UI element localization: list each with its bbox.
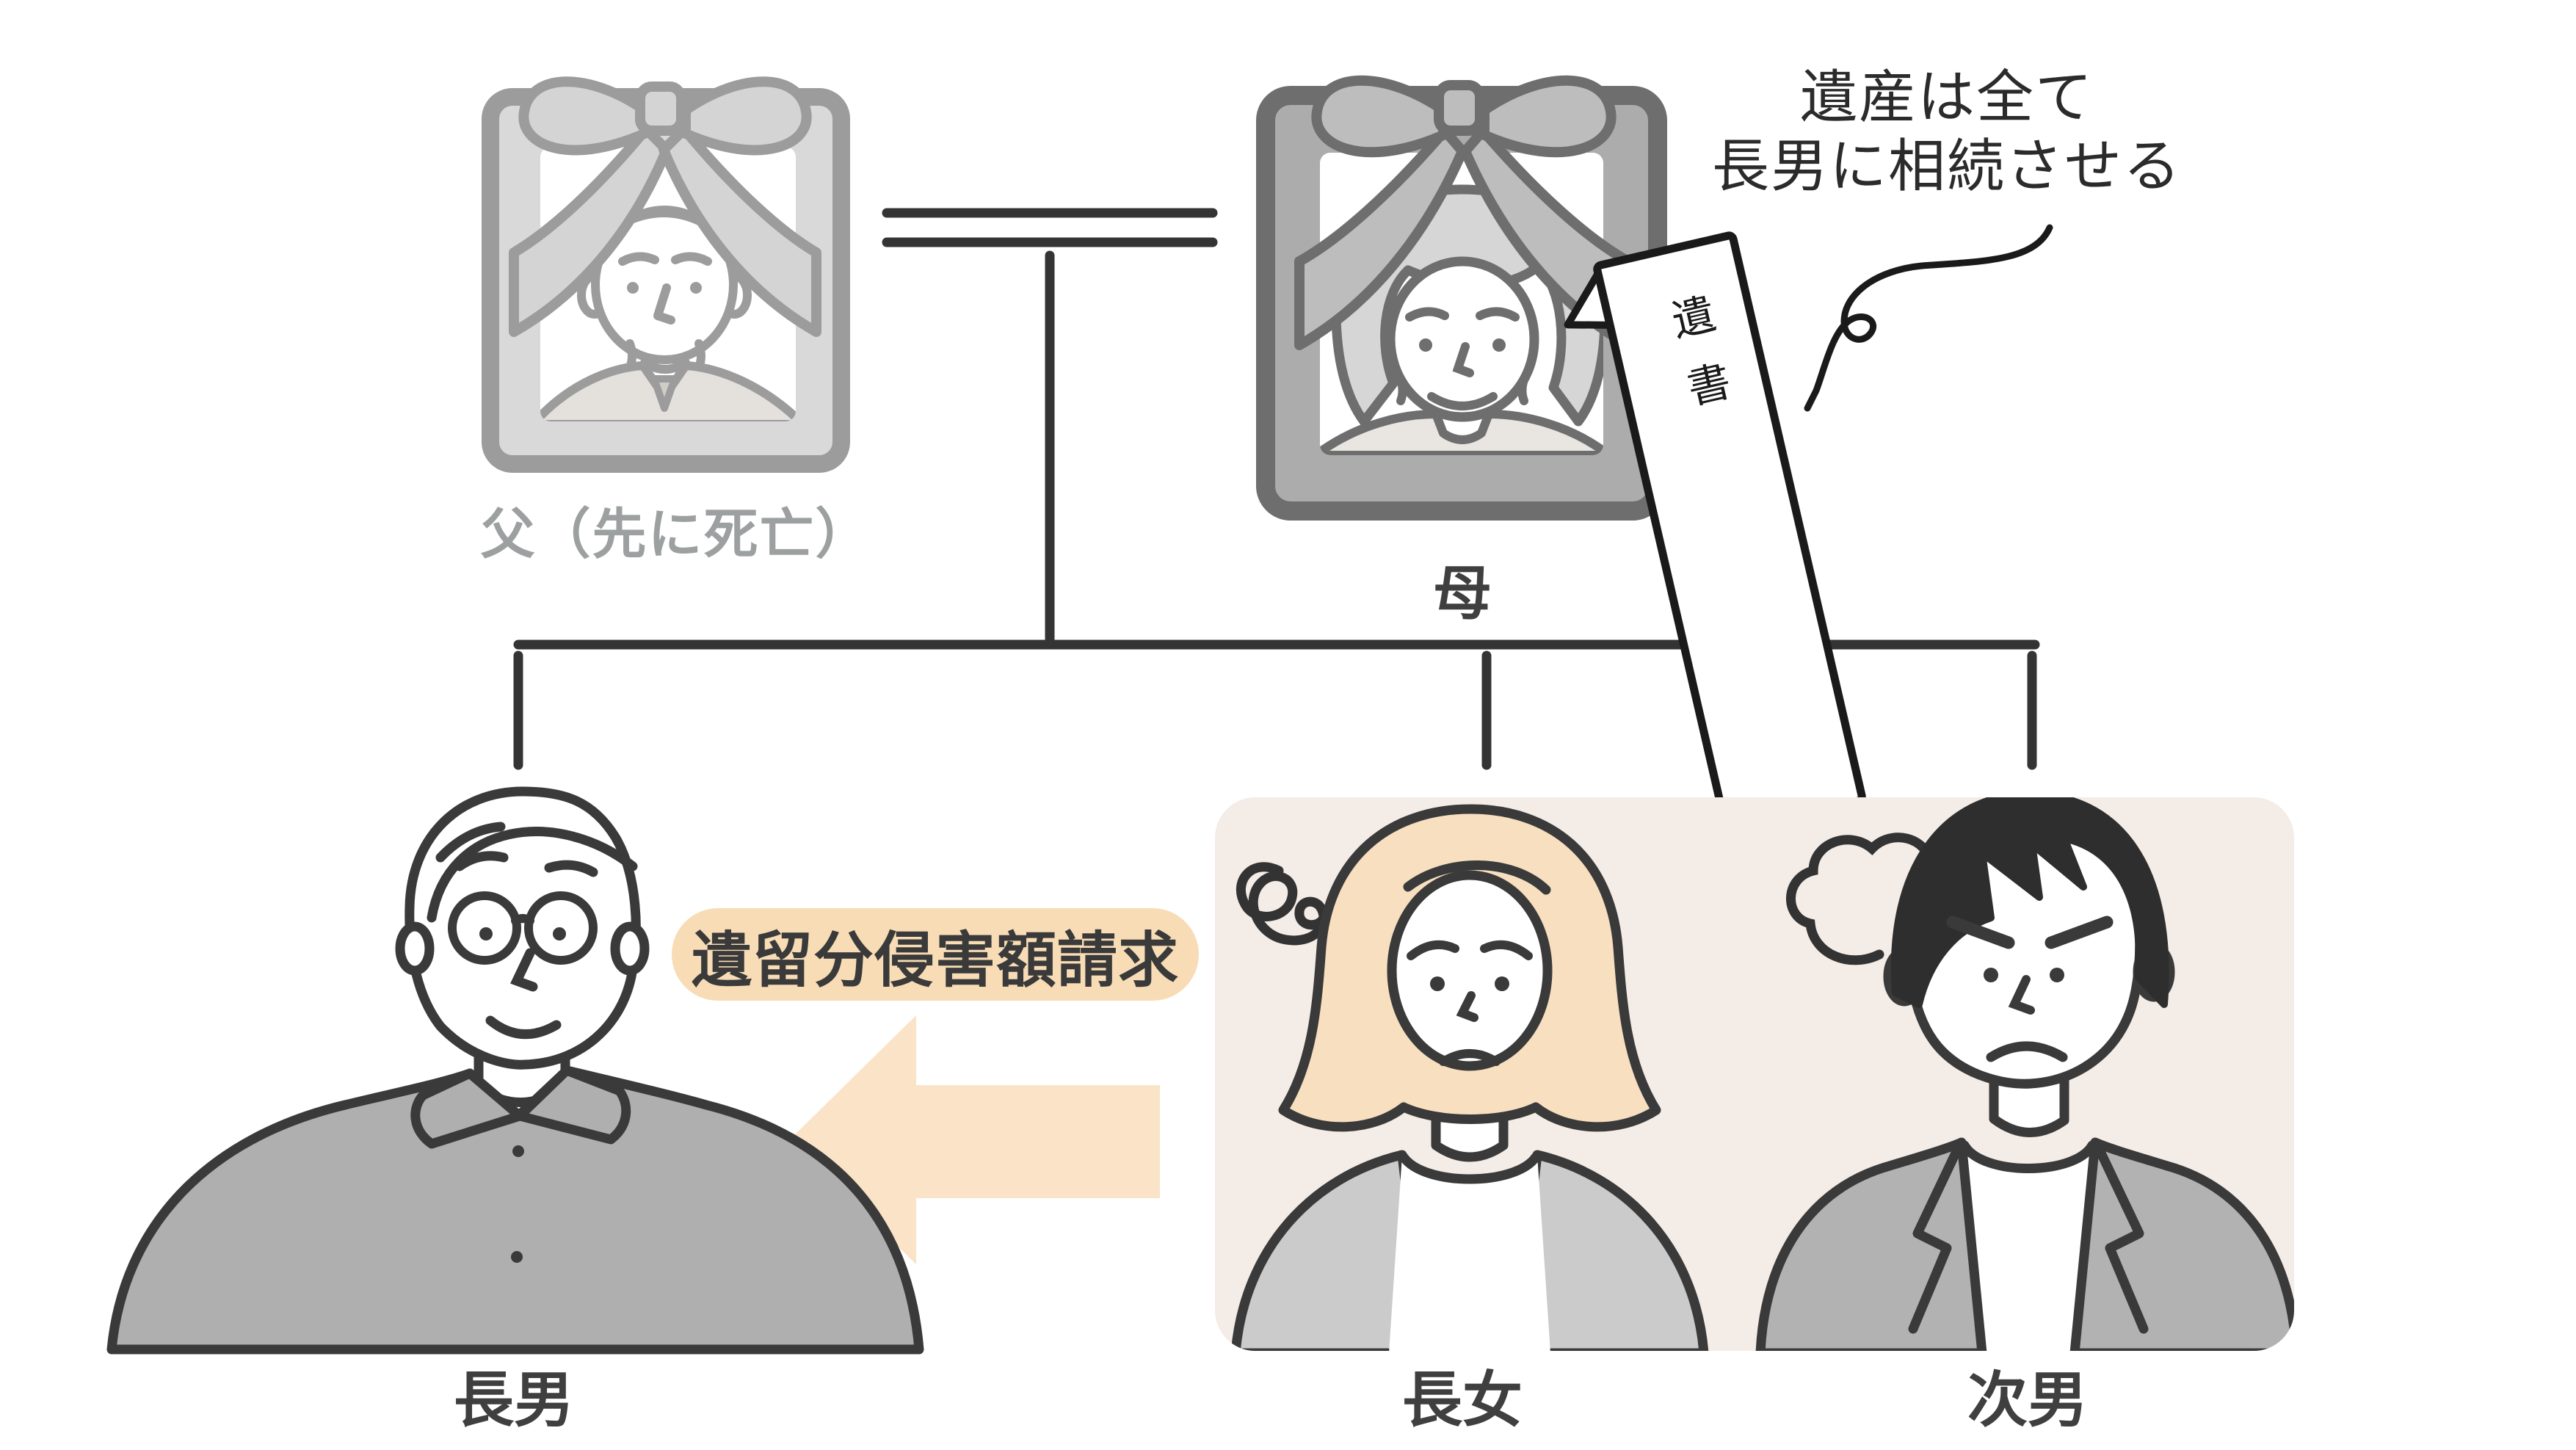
second-son-mouth: [1986, 1041, 2068, 1062]
father-nose: [653, 283, 675, 325]
father-portrait: [482, 76, 850, 473]
eldest-son-mouth: [485, 1015, 562, 1040]
eldest-son-hairline: [427, 827, 638, 923]
eldest-son-ear: [610, 921, 650, 976]
eldest-son-eyebrow: [454, 851, 509, 871]
will-annotation: 遺産は全て 長男に相続させる: [1653, 63, 2241, 200]
mother-eye: [1492, 338, 1506, 352]
ribbon-loop: [681, 76, 812, 156]
father-label: 父（先に死亡）: [480, 504, 871, 565]
mother-wrinkle: [1395, 371, 1407, 405]
father-eyebrow: [671, 252, 712, 266]
mother-face: [1385, 256, 1539, 422]
second-son-eye: [2050, 968, 2064, 982]
eldest-son-eyebrow: [544, 860, 598, 877]
ribbon-knot: [1434, 80, 1485, 136]
eldest-son-eye: [553, 927, 566, 940]
second-son-figure: [1755, 797, 2294, 1351]
eldest-son-figure: [106, 786, 924, 1355]
claim-badge-label: 遺留分侵害額請求: [691, 927, 1179, 994]
father-wrinkle: [694, 339, 705, 371]
father-eyebrow: [618, 252, 659, 266]
ribbon-loop: [1311, 75, 1448, 158]
left-arrow-icon: [789, 1015, 1160, 1264]
mother-eye: [1419, 338, 1432, 352]
second-son-tee: [1947, 1142, 2110, 1351]
father-tie: [650, 375, 678, 412]
eldest-daughter-figure: [1230, 804, 1709, 1351]
daughter-nose: [1456, 991, 1479, 1022]
daughter-top: [1389, 1155, 1550, 1351]
second-son-eye: [1984, 968, 1998, 982]
ribbon-sash: [1294, 126, 1467, 350]
ribbon-knot: [635, 81, 686, 136]
daughter-fringe: [1403, 860, 1551, 895]
shirt-collar: [410, 1068, 525, 1149]
eldest-son-hair-strand: [435, 822, 506, 863]
mother-mouth: [1427, 392, 1498, 410]
daughter-mouth: [1439, 1049, 1501, 1066]
mother-nose: [1452, 342, 1474, 377]
second-son-tee-neckline: [1959, 1140, 2097, 1173]
claim-badge: 遺留分侵害額請求: [672, 908, 1199, 1001]
eldest-son-eye: [479, 927, 493, 940]
second-son-nose: [2008, 975, 2035, 1015]
mother-eyebrow: [1405, 307, 1449, 322]
will-note-paper: [1593, 231, 1866, 835]
blazer-lapel: [1908, 1142, 1964, 1334]
glasses-lens-icon: [448, 891, 521, 965]
father-eye: [627, 282, 639, 294]
ribbon-sash: [658, 124, 821, 337]
ribbon-loop: [518, 76, 650, 156]
blazer-lapel: [2093, 1142, 2149, 1334]
second-son-eyebrow: [1946, 916, 2015, 949]
will-annotation-line1: 遺産は全て: [1799, 65, 2094, 129]
daughter-eyebrow: [1480, 940, 1533, 960]
daughter-eyebrow: [1407, 940, 1459, 960]
daughter-eye: [1495, 976, 1509, 991]
shirt-button: [512, 1145, 524, 1157]
mother-label: 母: [1433, 561, 1492, 626]
eldest-son-nose: [510, 948, 538, 992]
ribbon-loop: [1479, 75, 1617, 158]
second-son-eyebrow: [2045, 916, 2114, 949]
mother-wrinkle: [1517, 371, 1530, 405]
glasses-bridge-icon: [511, 914, 534, 925]
second-son-hair: [1890, 797, 2169, 1008]
eldest-daughter-label: 長女: [1401, 1367, 1523, 1434]
mother-eyebrow: [1476, 307, 1520, 322]
shirt-button: [511, 1251, 523, 1263]
second-son-label: 次男: [1967, 1367, 2088, 1434]
shirt-collar: [515, 1065, 631, 1145]
will-annotation-line2: 長男に相続させる: [1711, 133, 2182, 198]
father-mouth: [640, 358, 690, 374]
daughter-eye: [1430, 976, 1445, 991]
eldest-son-label: 長男: [453, 1367, 574, 1434]
daughter-neckline: [1398, 1152, 1541, 1184]
father-eye: [690, 282, 702, 294]
ribbon-sash: [509, 124, 672, 337]
glasses-lens-icon: [524, 891, 598, 965]
annotation-string: [1804, 224, 2053, 412]
eldest-son-ear: [395, 921, 435, 976]
memorial-ribbon-icon: [509, 76, 821, 337]
father-wrinkle: [625, 339, 636, 371]
daughter-face: [1387, 870, 1553, 1071]
mother-blouse: [1320, 410, 1603, 455]
